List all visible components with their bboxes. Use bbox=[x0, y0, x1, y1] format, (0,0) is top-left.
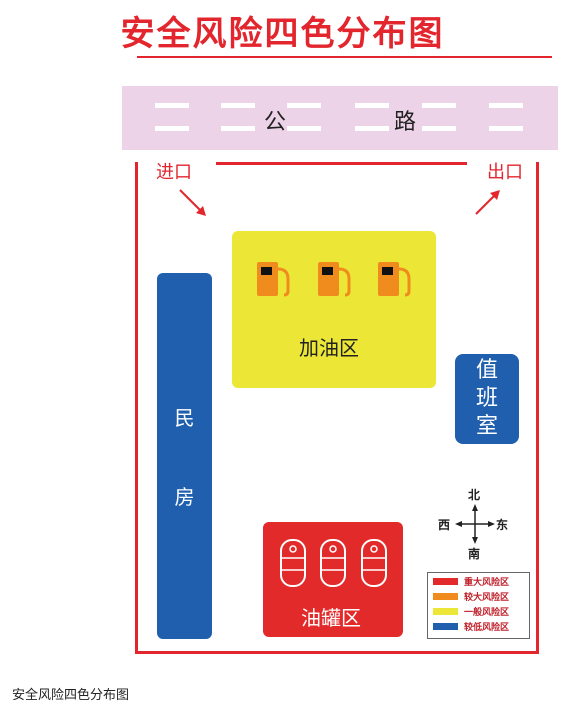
duty-room-zone: 值 班 室 bbox=[455, 354, 519, 444]
lane-dash bbox=[155, 126, 189, 131]
storage-tank-icon bbox=[280, 539, 306, 587]
lane-dash bbox=[221, 126, 255, 131]
legend-swatch-general bbox=[433, 607, 458, 615]
compass-north-label: 北 bbox=[468, 488, 481, 502]
lane-dash bbox=[489, 103, 523, 108]
compass-east-label: 东 bbox=[496, 518, 509, 532]
duty-room-label-3: 室 bbox=[475, 414, 498, 439]
lane-dash bbox=[355, 126, 389, 131]
lane-dash bbox=[422, 103, 456, 108]
exit-gap bbox=[467, 160, 536, 166]
lane-dash bbox=[489, 126, 523, 131]
lane-dash bbox=[355, 103, 389, 108]
legend-item: 较低风险区 bbox=[428, 619, 529, 633]
entrance-gap bbox=[138, 160, 216, 166]
lane-dash bbox=[287, 126, 321, 131]
lane-dash bbox=[155, 103, 189, 108]
figure-caption: 安全风险四色分布图 bbox=[12, 688, 130, 703]
tank-zone: 油罐区 bbox=[263, 522, 403, 637]
fuel-pump-icon bbox=[378, 262, 411, 297]
duty-room-label-2: 班 bbox=[475, 386, 498, 411]
station-boundary bbox=[135, 162, 539, 654]
road-label-left: 公 bbox=[264, 110, 287, 135]
duty-room-label-1: 值 bbox=[475, 358, 498, 383]
compass-south-label: 南 bbox=[468, 547, 481, 561]
legend-swatch-large bbox=[433, 592, 458, 600]
road-label-right: 路 bbox=[394, 110, 417, 135]
page-title: 安全风险四色分布图 bbox=[120, 14, 445, 54]
legend-swatch-low bbox=[433, 622, 458, 630]
legend-label-major: 重大风险区 bbox=[464, 577, 510, 588]
exit-arrow-icon bbox=[475, 190, 500, 215]
legend-item: 一般风险区 bbox=[428, 604, 529, 618]
fuel-zone-label: 加油区 bbox=[299, 336, 359, 360]
compass-icon bbox=[455, 504, 495, 544]
compass-west-label: 西 bbox=[438, 518, 451, 532]
entrance-label: 进口 bbox=[156, 162, 192, 183]
fuel-pump-icon bbox=[318, 262, 351, 297]
residential-label-bottom: 房 bbox=[174, 485, 195, 509]
residential-label-top: 民 bbox=[174, 406, 195, 430]
exit-label: 出口 bbox=[487, 162, 523, 183]
title-underline bbox=[137, 56, 552, 58]
legend-label-general: 一般风险区 bbox=[464, 607, 510, 618]
legend-swatch-major bbox=[433, 577, 458, 585]
risk-legend: 重大风险区 较大风险区 一般风险区 较低风险区 bbox=[427, 572, 530, 639]
storage-tank-icon bbox=[361, 539, 387, 587]
entrance-arrow-icon bbox=[179, 189, 206, 216]
lane-dash bbox=[287, 103, 321, 108]
legend-label-large: 较大风险区 bbox=[464, 592, 510, 603]
residential-zone: 民 房 bbox=[157, 273, 212, 639]
lane-dash bbox=[422, 126, 456, 131]
legend-item: 重大风险区 bbox=[428, 574, 529, 588]
fuel-pump-icon bbox=[257, 262, 290, 297]
legend-item: 较大风险区 bbox=[428, 589, 529, 603]
legend-label-low: 较低风险区 bbox=[464, 622, 510, 633]
tank-zone-label: 油罐区 bbox=[301, 606, 361, 630]
storage-tank-icon bbox=[320, 539, 346, 587]
fuel-zone: 加油区 bbox=[232, 231, 436, 388]
road: 公 路 bbox=[122, 86, 558, 150]
lane-dash bbox=[221, 103, 255, 108]
